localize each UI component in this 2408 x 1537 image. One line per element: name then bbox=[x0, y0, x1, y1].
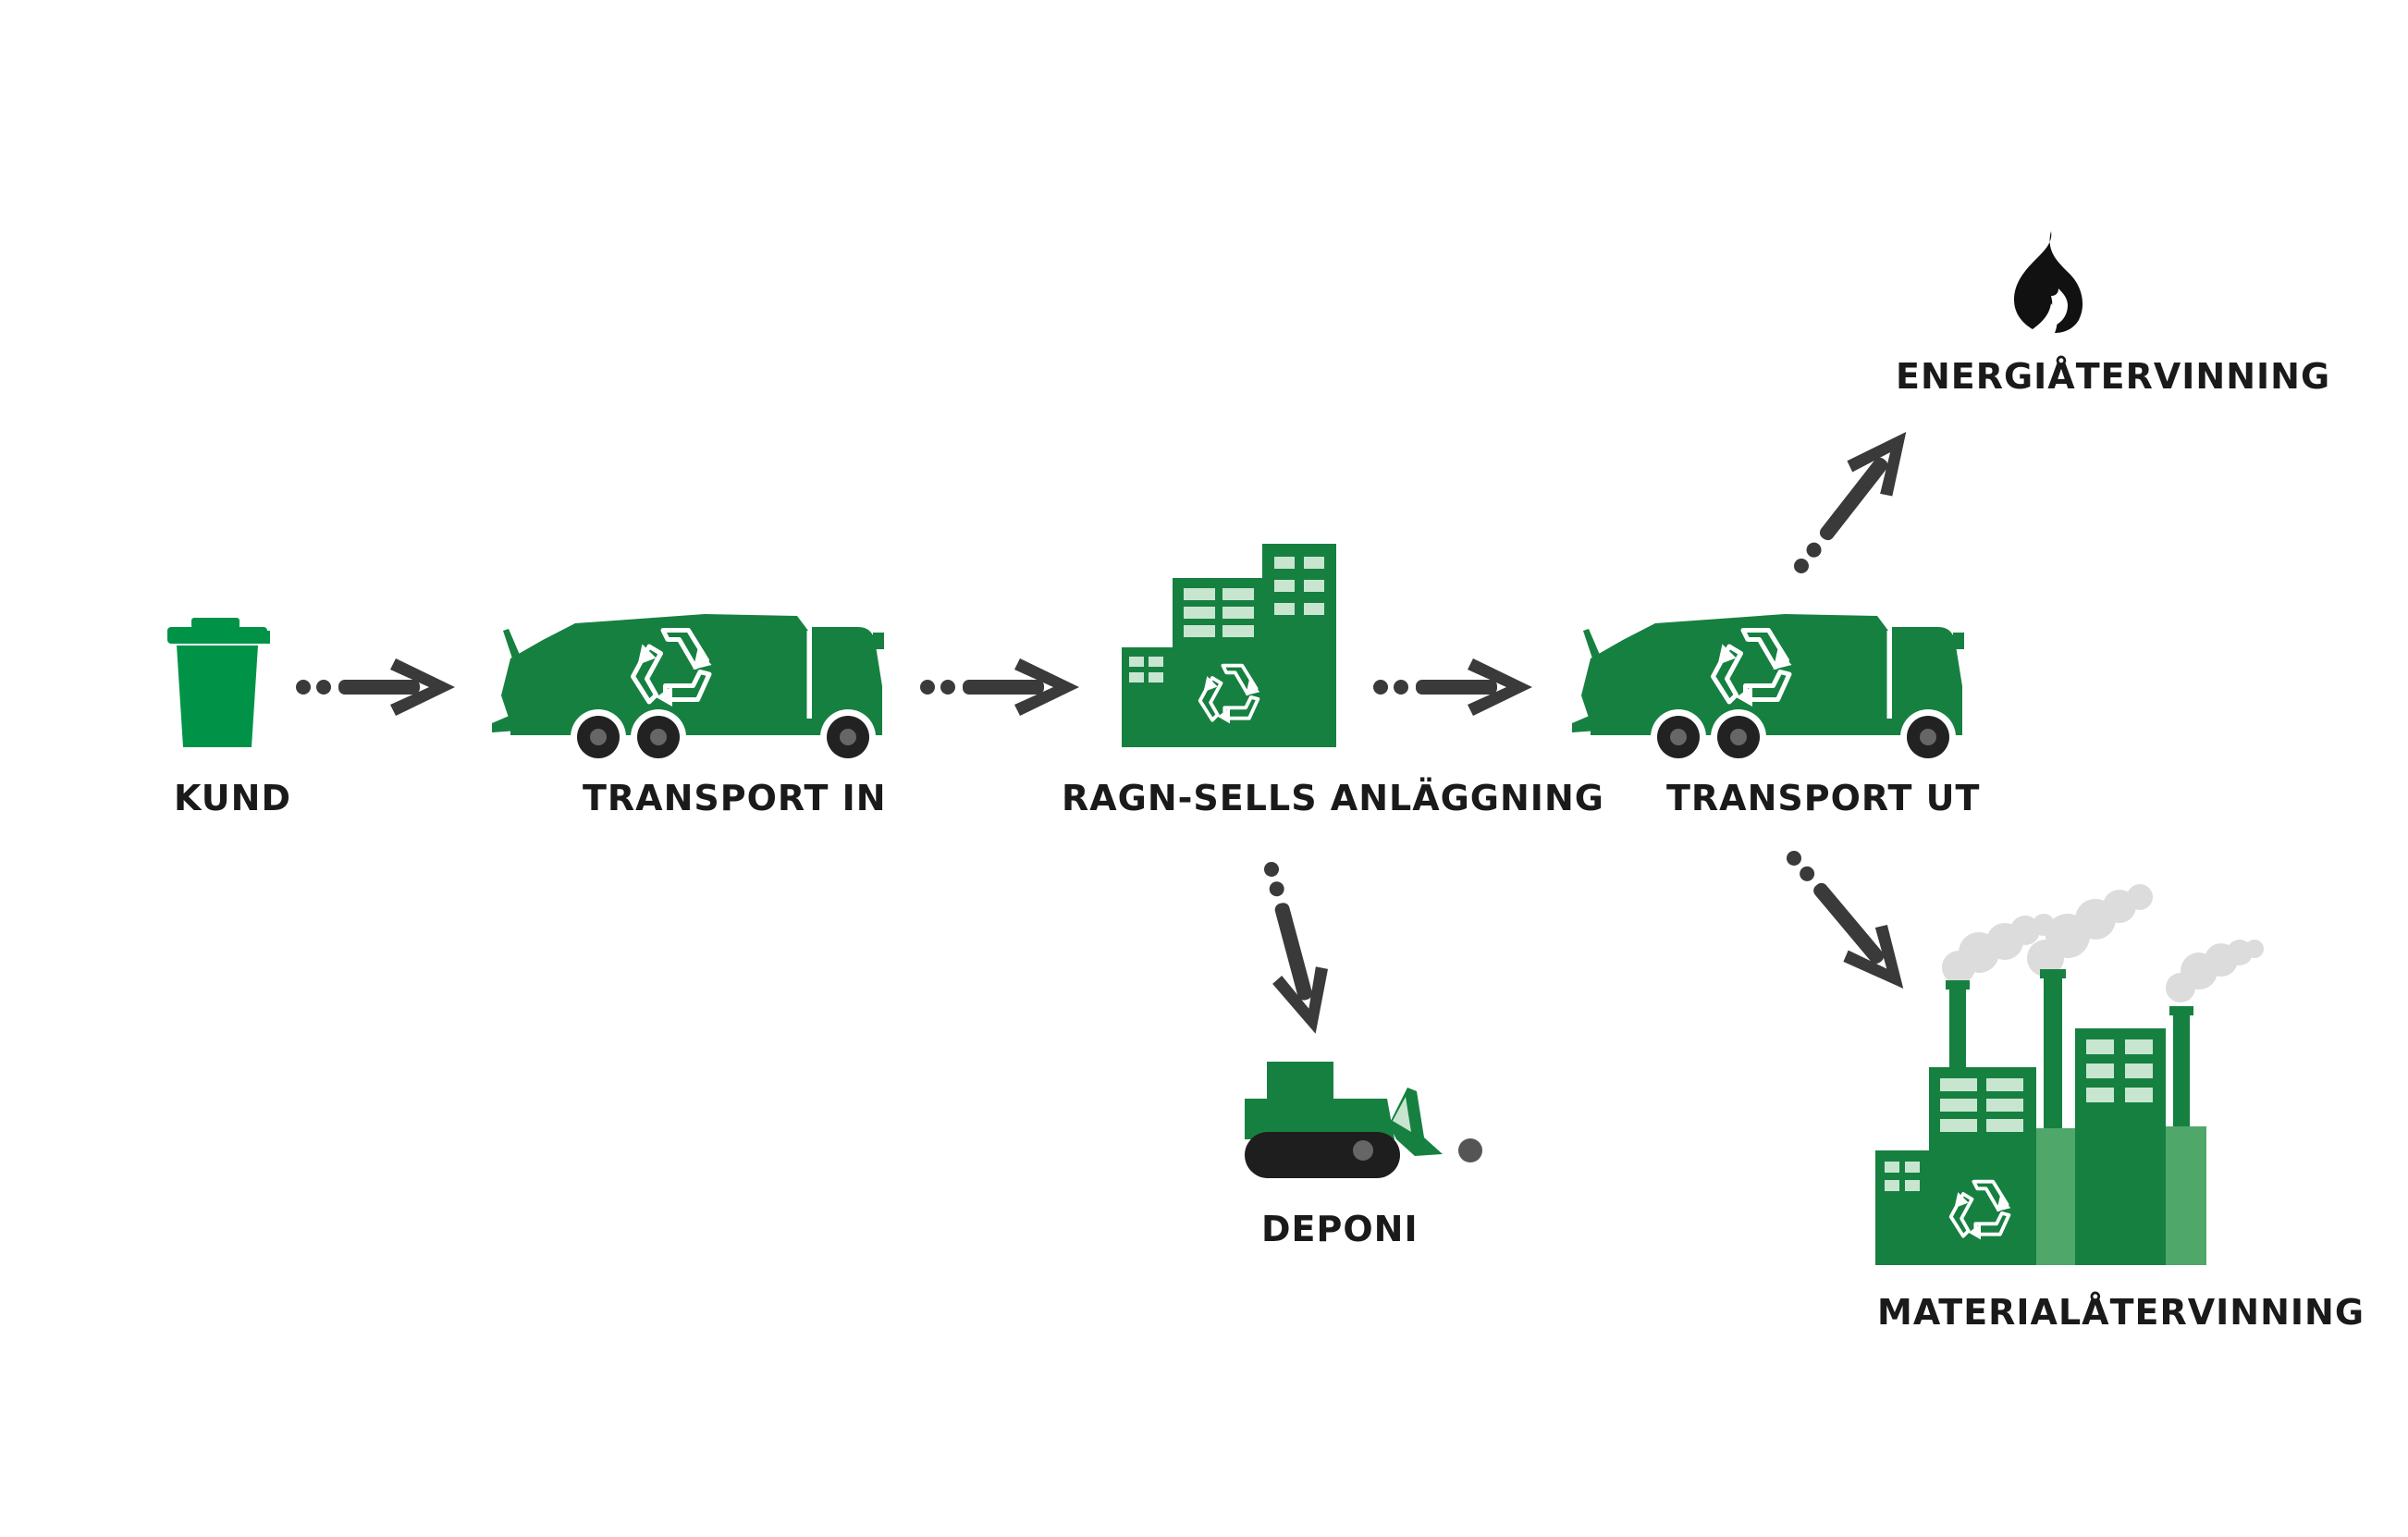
garbage-truck-icon bbox=[492, 614, 884, 765]
node-material: MATERIALÅTERVINNING bbox=[1875, 884, 2365, 1333]
garbage-truck-icon bbox=[1572, 614, 1964, 765]
arrows bbox=[296, 432, 1907, 1034]
arrow-transport-in-to-anlaggning bbox=[920, 658, 1079, 716]
arrow-transport-ut-to-material bbox=[1787, 851, 1904, 989]
label-transport-in: TRANSPORT IN bbox=[583, 778, 887, 818]
arrow-anlaggning-to-deponi bbox=[1264, 862, 1329, 1034]
recycling-plant-icon bbox=[1122, 544, 1336, 747]
flame-icon bbox=[2014, 231, 2083, 333]
label-transport-ut: TRANSPORT UT bbox=[1666, 778, 1980, 818]
node-anlaggning: RAGN-SELLS ANLÄGGNING bbox=[1062, 544, 1604, 818]
label-material: MATERIALÅTERVINNING bbox=[1877, 1292, 2365, 1333]
label-anlaggning: RAGN-SELLS ANLÄGGNING bbox=[1062, 778, 1604, 818]
label-kund: KUND bbox=[174, 778, 291, 818]
arrow-anlaggning-to-transport-ut bbox=[1373, 658, 1532, 716]
factory-icon bbox=[1875, 884, 2264, 1265]
waste-bin-icon bbox=[167, 618, 270, 747]
node-transport-ut: TRANSPORT UT bbox=[1572, 614, 1980, 818]
bulldozer-icon bbox=[1245, 1062, 1482, 1178]
node-energi: ENERGIÅTERVINNING bbox=[1896, 231, 2330, 397]
node-kund: KUND bbox=[167, 618, 291, 818]
arrow-transport-ut-to-energi bbox=[1794, 432, 1907, 573]
node-transport-in: TRANSPORT IN bbox=[492, 614, 887, 818]
label-deponi: DEPONI bbox=[1261, 1209, 1419, 1249]
arrow-kund-to-transport-in bbox=[296, 658, 455, 716]
node-deponi: DEPONI bbox=[1245, 1062, 1482, 1249]
label-energi: ENERGIÅTERVINNING bbox=[1896, 356, 2330, 397]
